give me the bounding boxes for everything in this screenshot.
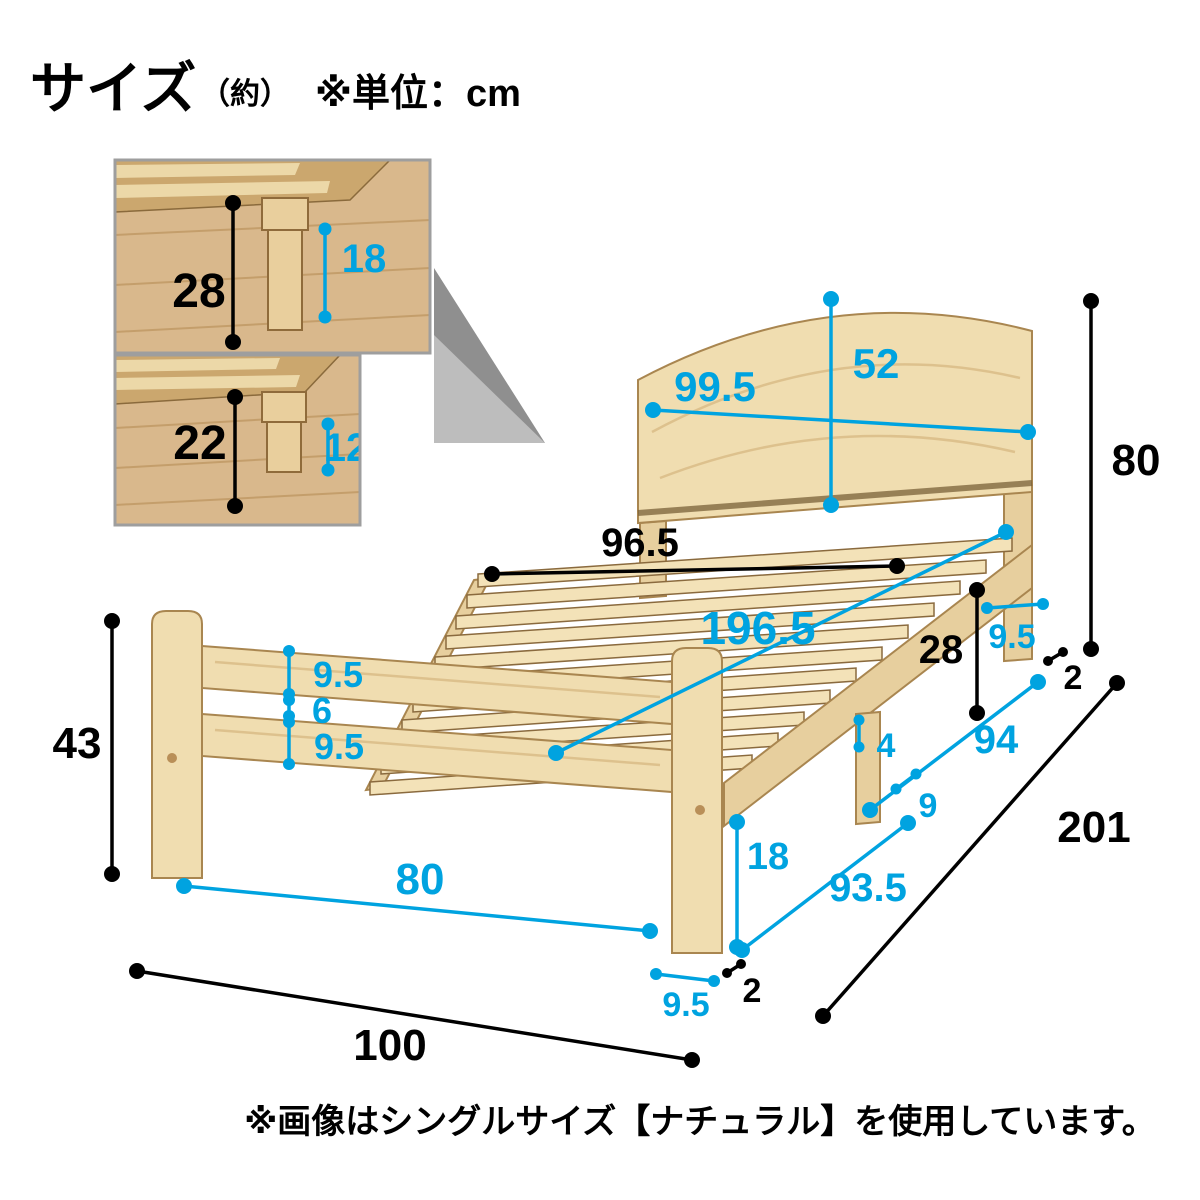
inset-low-leg-label: 12 [324, 426, 369, 470]
dim-headboard-panel-height: 52 [823, 291, 899, 513]
right-side-rail [723, 542, 1033, 829]
footboard-left-post [151, 610, 203, 879]
dim-head-leg-span-label: 94 [974, 718, 1019, 762]
dim-slat-length: 96.5 [484, 521, 905, 582]
dim-headboard-width-label: 99.5 [674, 363, 756, 410]
dim-foot-leg-offset-label: 2 [743, 972, 762, 1010]
headboard-arch-grain [651, 363, 1021, 434]
inset-high-leg-lower [267, 229, 303, 331]
inset-low-leg: 22 12 [113, 353, 369, 527]
inset-high-slat2 [115, 181, 330, 198]
dim-center-leg-width: 4 [853, 714, 896, 765]
dim-foot-leg-offset: 2 [722, 959, 761, 1010]
inset-high-border [113, 158, 432, 355]
dim-footboard-rail-gap-label: 6 [312, 690, 332, 731]
dim-overall-width-label: 100 [353, 1021, 426, 1070]
inset-low-leg-upper [261, 391, 307, 423]
dim-head-rail-overhang: 9.5 [981, 598, 1049, 656]
inset-high-total-label: 28 [172, 265, 225, 318]
dim-overall-length: 201 [815, 675, 1131, 1024]
inset-low-slat [115, 358, 280, 372]
approx-label: （約） [200, 77, 290, 111]
dim-leg-height-label: 18 [747, 836, 789, 878]
inset-low-total-label: 22 [173, 417, 226, 470]
dim-footboard-rail-top: 9.5 [283, 645, 363, 700]
post-knot2 [695, 805, 705, 815]
dim-footboard-rail-bottom-label: 9.5 [314, 726, 364, 767]
headboard-bottom-shadow [637, 480, 1033, 516]
dim-head-leg-offset: 2 [1043, 647, 1082, 697]
slat [477, 537, 1013, 588]
inset-high-leg-label: 18 [342, 237, 387, 281]
slat [445, 602, 935, 650]
inset-low-leg-lower [266, 421, 302, 473]
footboard-right-post [671, 647, 723, 954]
dim-footboard-inner-width-label: 80 [396, 855, 445, 904]
headboard-panel [637, 311, 1033, 525]
dim-foot-leg-span-label: 93.5 [829, 866, 907, 910]
dim-foot-leg-width: 9.5 [650, 968, 720, 1024]
dim-overall-width: 100 [129, 963, 700, 1070]
dim-frame-height: 28 [919, 582, 985, 721]
callout-arrow-icon [434, 268, 545, 443]
slat [466, 559, 987, 609]
dim-center-leg-width-label: 4 [877, 727, 896, 765]
inset-low-border [113, 353, 362, 527]
dim-inner-length: 196.5 [548, 524, 1014, 761]
unit-label: ※単位：cm [315, 73, 521, 115]
dim-foot-leg-span: 93.5 [734, 815, 916, 958]
dim-footboard-height-label: 43 [53, 719, 102, 768]
dim-footboard-height: 43 [53, 613, 120, 882]
dim-overall-height-label: 80 [1112, 436, 1161, 485]
headboard-grain [659, 434, 1016, 480]
dim-frame-height-label: 28 [919, 628, 964, 672]
dim-head-rail-overhang-label: 9.5 [988, 618, 1035, 656]
dim-foot-leg-width-label: 9.5 [662, 986, 709, 1024]
slat [455, 580, 961, 630]
inset-high-slat [115, 163, 300, 178]
center-support-leg [855, 710, 881, 826]
inset-high-leg-upper [261, 197, 309, 231]
size-label: サイズ [30, 57, 196, 120]
dim-overall-height: 80 [1083, 293, 1160, 657]
dim-headboard-panel-height-label: 52 [853, 340, 900, 387]
bed-illustration [151, 311, 1033, 954]
dim-footboard-rail-top-label: 9.5 [313, 654, 363, 695]
dim-overall-length-label: 201 [1057, 803, 1130, 852]
dim-head-leg-offset-label: 2 [1064, 659, 1083, 697]
inset-high-leg: 28 18 [113, 158, 432, 355]
dim-leg-height: 18 [729, 814, 789, 955]
dim-footboard-rail-bottom: 9.5 [283, 716, 364, 770]
dim-headboard-width: 99.5 [645, 363, 1036, 440]
dim-slat-length-label: 96.5 [601, 521, 679, 565]
page-title: サイズ （約） ※単位：cm [30, 57, 521, 120]
dim-center-leg-offset: 9 [890, 768, 938, 825]
post-knot [167, 753, 177, 763]
dim-footboard-inner-width: 80 [176, 855, 658, 939]
dim-center-leg-offset-label: 9 [919, 787, 938, 825]
dim-inner-length-label: 196.5 [700, 602, 815, 654]
footnote: ※画像はシングルサイズ【ナチュラル】を使用しています。 [244, 1102, 1156, 1141]
inset-low-slat2 [115, 375, 300, 390]
